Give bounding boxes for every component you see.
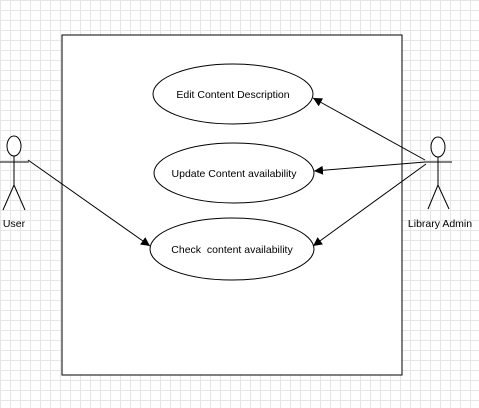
actor-user[interactable]: User bbox=[0, 135, 29, 230]
user-actor-icon bbox=[0, 135, 29, 211]
use-case-edit-label: Edit Content Description bbox=[176, 89, 289, 101]
actor-library-admin[interactable]: Library Admin bbox=[408, 136, 472, 230]
use-case-check-content-availability[interactable]: Check content availability bbox=[149, 217, 315, 281]
use-case-check-ellipse bbox=[149, 217, 315, 281]
association-admin-update bbox=[313, 161, 426, 175]
use-case-edit-content-description[interactable]: Edit Content Description bbox=[152, 63, 314, 125]
association-admin-edit bbox=[312, 97, 426, 161]
library-admin-actor-icon bbox=[424, 136, 452, 210]
use-case-update-content-availability[interactable]: Update Content availability bbox=[153, 142, 315, 204]
actor-user-label: User bbox=[3, 218, 26, 230]
association-admin-check bbox=[312, 163, 427, 247]
use-case-edit-ellipse bbox=[152, 63, 314, 125]
actor-library-admin-label: Library Admin bbox=[408, 218, 472, 230]
use-case-update-label: Update Content availability bbox=[172, 168, 298, 180]
association-user-check bbox=[27, 159, 151, 247]
use-case-check-label: Check content availability bbox=[171, 244, 293, 256]
